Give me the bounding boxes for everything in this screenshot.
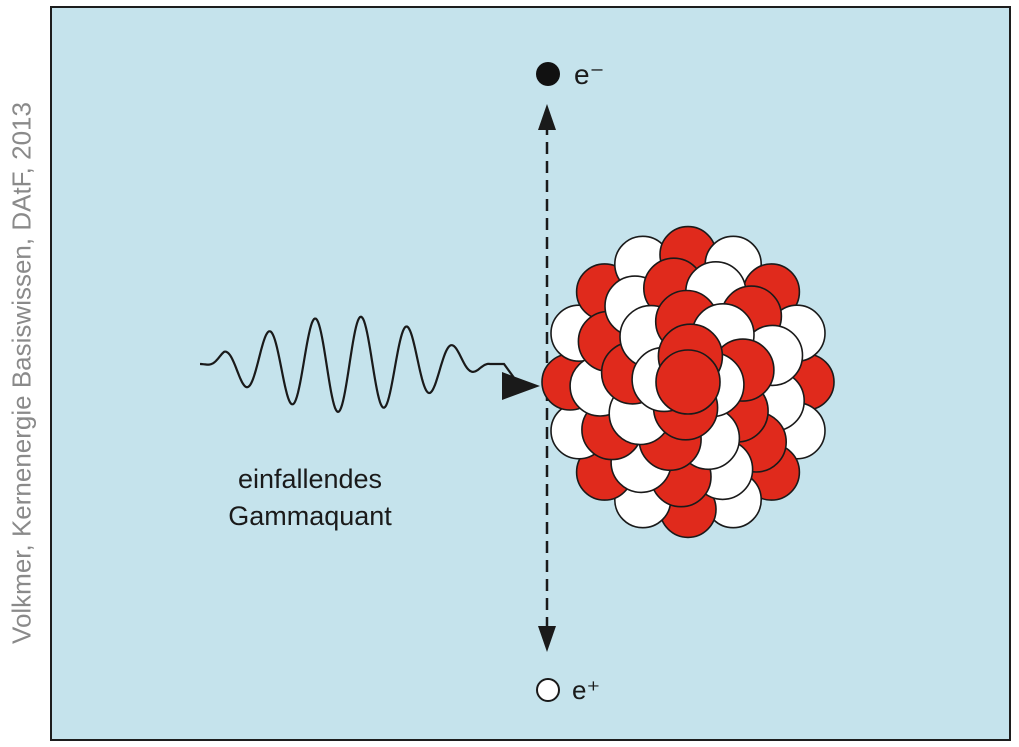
electron-label: e⁻ <box>574 59 604 90</box>
image-credit: Volkmer, Kernenergie Basiswissen, DAtF, … <box>7 102 38 644</box>
electron-icon <box>536 62 560 86</box>
down-arrow-icon <box>538 626 556 652</box>
nucleus-icon <box>542 227 834 538</box>
diagram-frame: e⁻ e⁺ einfallendes Gammaquant <box>50 6 1011 741</box>
up-arrow-icon <box>538 104 556 130</box>
gamma-wave-icon <box>200 317 520 412</box>
positron-label: e⁺ <box>572 675 600 705</box>
wave-arrow-icon <box>502 372 540 400</box>
positron-icon <box>537 679 559 701</box>
gamma-label-line1: einfallendes <box>238 464 382 494</box>
gamma-label-line2: Gammaquant <box>228 501 392 531</box>
pair-production-diagram: e⁻ e⁺ einfallendes Gammaquant <box>52 8 1011 741</box>
proton-sphere <box>656 350 720 414</box>
